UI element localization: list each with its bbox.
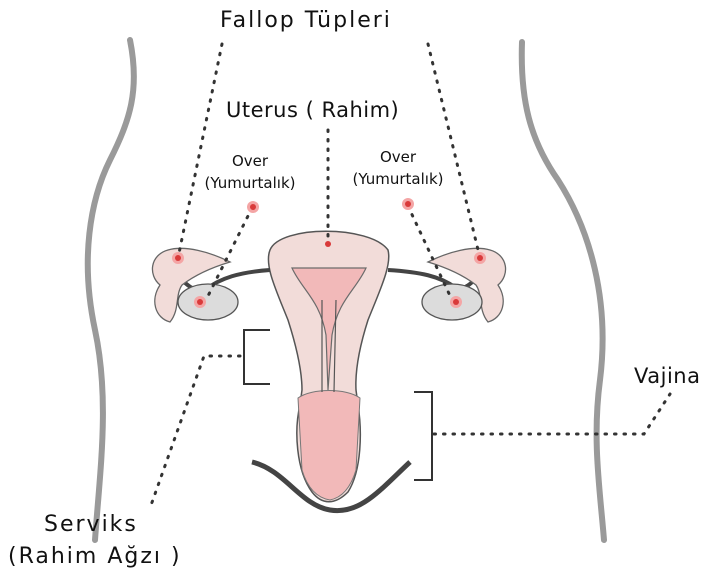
marker-uterus [325, 241, 331, 247]
label-fallop-tubes: Fallop Tüpleri [220, 8, 392, 33]
label-over-right-line1: Over [338, 146, 458, 168]
label-serviks: Serviks [44, 512, 138, 537]
marker-over-right-label-dot [405, 201, 411, 207]
label-uterus: Uterus ( Rahim) [226, 98, 399, 122]
leader-over-right [408, 206, 452, 300]
vaginal-canal [298, 391, 360, 501]
marker-fallop-right-dot [477, 255, 483, 261]
label-over-left-line1: Over [190, 150, 310, 172]
label-serviks-sub: (Rahim Ağzı ) [8, 544, 182, 569]
leader-vajina [434, 394, 670, 434]
label-over-right: Over (Yumurtalık) [338, 146, 458, 190]
marker-ovary-left-dot [197, 299, 203, 305]
label-vajina: Vajina [634, 364, 700, 388]
marker-fallop-left-dot [175, 255, 181, 261]
label-over-right-line2: (Yumurtalık) [338, 168, 458, 190]
body-contour-left [88, 40, 134, 540]
label-over-left: Over (Yumurtalık) [190, 150, 310, 194]
serviks-bracket [244, 330, 270, 384]
vajina-bracket [414, 392, 432, 480]
body-contour-right [522, 42, 604, 540]
marker-over-left-label-dot [250, 204, 256, 210]
left-ovary [178, 284, 238, 320]
label-over-left-line2: (Yumurtalık) [190, 172, 310, 194]
leader-serviks [150, 356, 240, 508]
marker-ovary-right-dot [453, 299, 459, 305]
